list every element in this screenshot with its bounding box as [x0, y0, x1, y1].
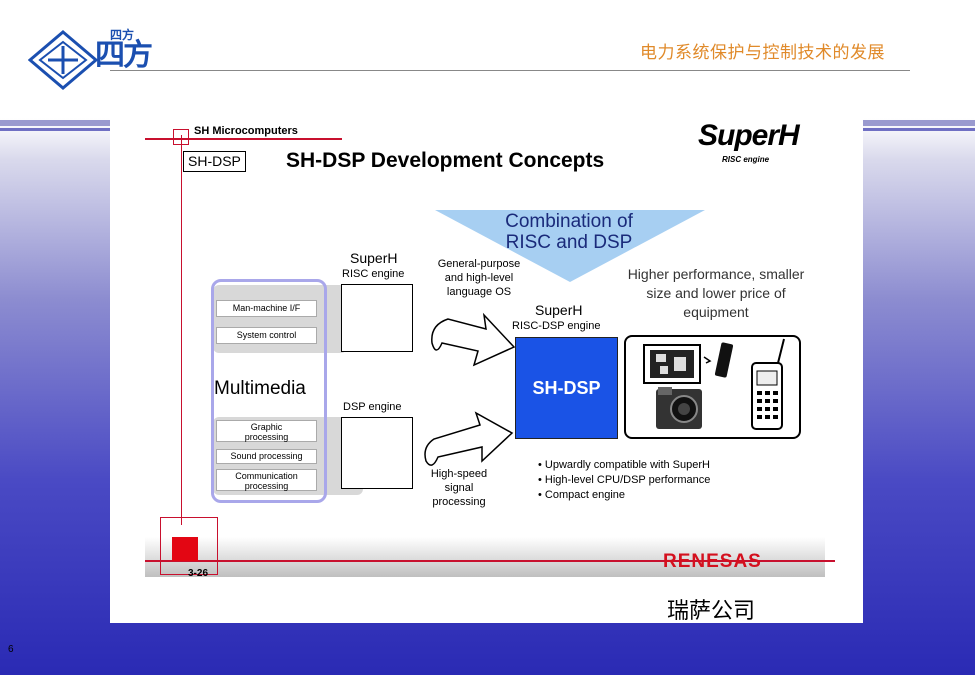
dsp-engine-label: DSP engine: [343, 401, 402, 413]
risc-engine-label: RISC engine: [342, 268, 405, 280]
list-item: Graphic processing: [216, 420, 317, 442]
multimedia-label: Multimedia: [214, 378, 306, 399]
renesas-chinese-name: 瑞萨公司: [667, 599, 756, 623]
footer-red-outline: [160, 517, 218, 575]
superh-logo-sub: RISC engine: [722, 155, 770, 164]
page-number: 6: [8, 644, 14, 655]
general-purpose-text: General-purpose and high-level language …: [437, 258, 521, 298]
list-item: • Upwardly compatible with SuperH: [538, 459, 710, 471]
tag-box: SH-DSP: [183, 151, 246, 172]
page-title: 电力系统保护与控制技术的发展: [640, 43, 885, 63]
superh-riscdsp-label: SuperH: [535, 302, 583, 318]
brand-small-text: SH Microcomputers: [194, 125, 298, 137]
list-item: System control: [216, 327, 317, 344]
list-item: Man-machine I/F: [216, 300, 317, 317]
combination-text: Combination of RISC and DSP: [505, 211, 633, 253]
devices-illustration-icon: [643, 338, 785, 430]
shdsp-chip: SH-DSP: [515, 337, 618, 439]
arrow-right-icon: [431, 312, 516, 367]
risc-engine-box: [341, 284, 413, 352]
arrow-right-icon: [424, 411, 514, 466]
list-item: • High-level CPU/DSP performance: [538, 474, 711, 486]
slide-image: SH Microcomputers SH-DSP SH-DSP Developm…: [110, 117, 863, 623]
logo-text: 四方: [95, 38, 153, 73]
equipment-box: [624, 335, 801, 439]
list-item: Communication processing: [216, 469, 317, 491]
diamond-logo-icon: [27, 30, 99, 90]
higher-performance-text: Higher performance, smaller size and low…: [627, 266, 805, 320]
slide-page-code: 3-26: [188, 568, 209, 579]
list-item: • Compact engine: [538, 489, 626, 501]
left-red-rule: [181, 135, 182, 525]
header-divider: [110, 70, 910, 71]
list-item: Sound processing: [216, 449, 317, 464]
superh-logo: SuperH: [698, 119, 800, 152]
company-logo: [27, 30, 99, 90]
slide-footer-strip: [145, 537, 825, 577]
footer-red-square: [172, 537, 198, 561]
bullet-list: • Upwardly compatible with SuperH • High…: [538, 458, 710, 503]
brand-underline: [145, 138, 342, 140]
slide-title: SH-DSP Development Concepts: [286, 149, 605, 172]
superh-label: SuperH: [350, 250, 398, 266]
riscdsp-engine-label: RISC-DSP engine: [512, 320, 601, 332]
slide-footer-line: [145, 560, 835, 562]
high-speed-text: High-speed signal processing: [430, 468, 488, 508]
combination-triangle: [435, 210, 705, 282]
renesas-logo: RENESAS: [663, 551, 762, 572]
multimedia-outline: [211, 279, 327, 503]
dsp-engine-box: [341, 417, 413, 489]
logo-small-text: 四方: [110, 28, 135, 42]
